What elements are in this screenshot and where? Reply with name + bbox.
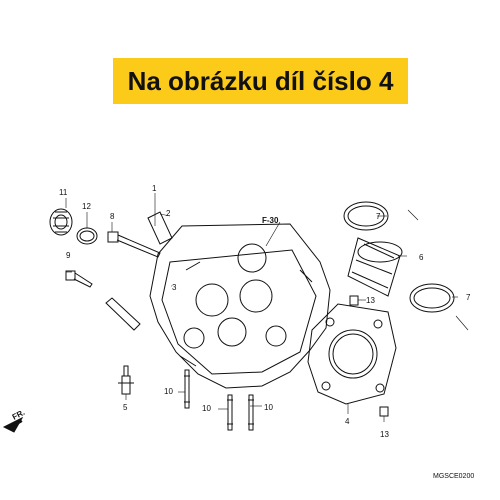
callout-10a: 10 [164,387,173,396]
banner-title: Na obrázku díl číslo 4 [127,65,394,96]
callout-12: 12 [82,202,91,211]
leader-lines [65,193,469,422]
ref-label-f30: F-30 [262,216,279,225]
callout-4: 4 [345,417,350,426]
callout-11: 11 [59,188,68,197]
part-7-clamps [343,201,455,313]
part-1-cylinder-head [149,223,331,389]
callout-1: 1 [152,184,157,193]
part-4-gasket [307,303,397,405]
part-9-bolt [65,270,93,288]
part-12-oring [76,227,98,245]
part-8-bolt [107,231,161,258]
callout-13a: 13 [366,296,375,305]
callout-7b: 7 [466,293,471,302]
part-11-cap [49,208,73,236]
part-10-studs [184,369,254,431]
callout-8: 8 [110,212,115,221]
title-banner: Na obrázku díl číslo 4 [113,58,408,104]
callout-9: 9 [66,251,71,260]
front-arrow-icon [2,416,24,433]
callout-7a: 7 [376,212,381,221]
part-3-dowel [105,297,141,331]
part-6-boot [347,237,403,297]
callout-13b: 13 [380,430,389,439]
callout-6: 6 [419,253,424,262]
front-label: FR. [11,408,27,422]
callout-10b: 10 [202,404,211,413]
diagram-code: MGSCE0200 [433,473,475,480]
callout-2: 2 [166,209,171,218]
part-5-plug [118,365,134,395]
callout-3: 3 [172,283,177,292]
callout-10c: 10 [264,403,273,412]
callout-5: 5 [123,403,128,412]
